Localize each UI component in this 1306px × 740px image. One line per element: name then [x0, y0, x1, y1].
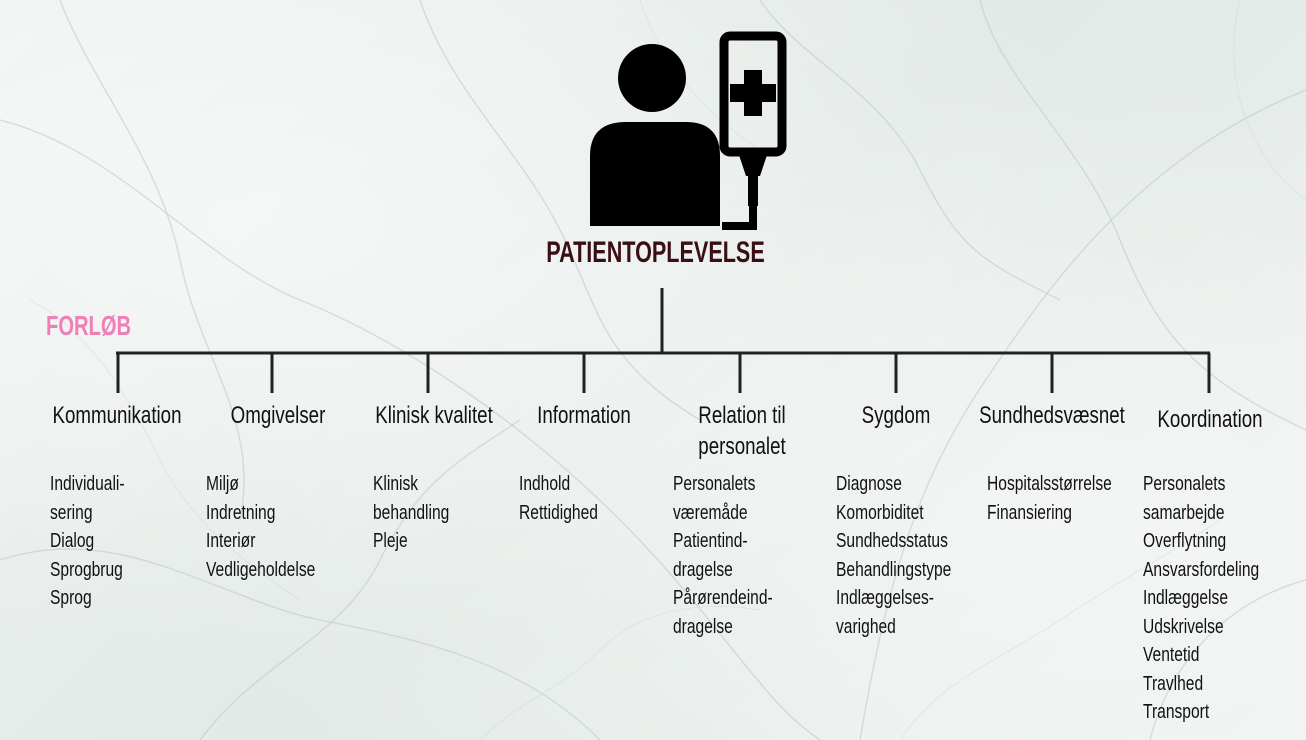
list-item: Pårørendeind- [673, 587, 773, 609]
list-item: Klinisk [373, 473, 419, 495]
list-item: Sprog [50, 587, 92, 609]
list-item: Personalets [673, 473, 756, 495]
list-item: Ventetid [1143, 644, 1200, 666]
list-item: Komorbiditet [836, 501, 924, 524]
list-item: Personalets [1143, 473, 1226, 495]
list-item: dragelse [673, 558, 733, 581]
list-item: varighed [836, 615, 896, 638]
category-3-title: Klinisk kvalitet [375, 402, 493, 429]
list-item: Indlæggelse [1143, 587, 1228, 609]
list-item: Dialog [50, 530, 95, 552]
list-item: Indhold [519, 473, 571, 495]
list-item: Sprogbrug [50, 558, 123, 581]
category-5-title: Relation til personalet [698, 402, 786, 460]
list-item: Ansvarsfordeling [1143, 558, 1260, 581]
list-item: Overflytning [1143, 530, 1227, 552]
list-item: Behandlingstype [836, 558, 952, 581]
list-item: Individuali- [50, 473, 125, 495]
list-item: dragelse [673, 615, 733, 638]
list-item: sering [50, 501, 93, 524]
list-item: samarbejde [1143, 501, 1225, 524]
list-item: Rettidighed [519, 501, 598, 524]
list-item: Patientind- [673, 530, 748, 552]
forlob-label: FORLØB [46, 310, 132, 341]
list-item: behandling [373, 501, 450, 524]
category-4-title: Information [537, 402, 631, 429]
list-item: Sundhedsstatus [836, 530, 948, 552]
category-6-title: Sygdom [861, 402, 931, 429]
list-item: Indretning [206, 501, 276, 524]
list-item: Interiør [206, 530, 256, 552]
list-item: Finansiering [987, 501, 1072, 524]
list-item: Miljø [206, 473, 239, 495]
list-item: Indlæggelses- [836, 587, 934, 609]
list-item: væremåde [673, 501, 748, 524]
diagram-title: PATIENTOPLEVELSE [546, 236, 765, 269]
category-7-title: Sundhedsvæsnet [979, 402, 1125, 429]
category-2-title: Omgivelser [230, 402, 326, 429]
list-item: Hospitalsstørrelse [987, 473, 1112, 495]
category-8-title: Koordination [1157, 406, 1263, 433]
patient-iv-drip-icon [590, 31, 787, 230]
list-item: Vedligeholdelse [206, 558, 316, 581]
list-item: Travlhed [1143, 672, 1204, 695]
list-item: Transport [1143, 701, 1210, 723]
list-item: Udskrivelse [1143, 615, 1224, 638]
list-item: Pleje [373, 530, 408, 552]
list-item: Diagnose [836, 473, 902, 495]
category-1-title: Kommunikation [52, 402, 182, 429]
